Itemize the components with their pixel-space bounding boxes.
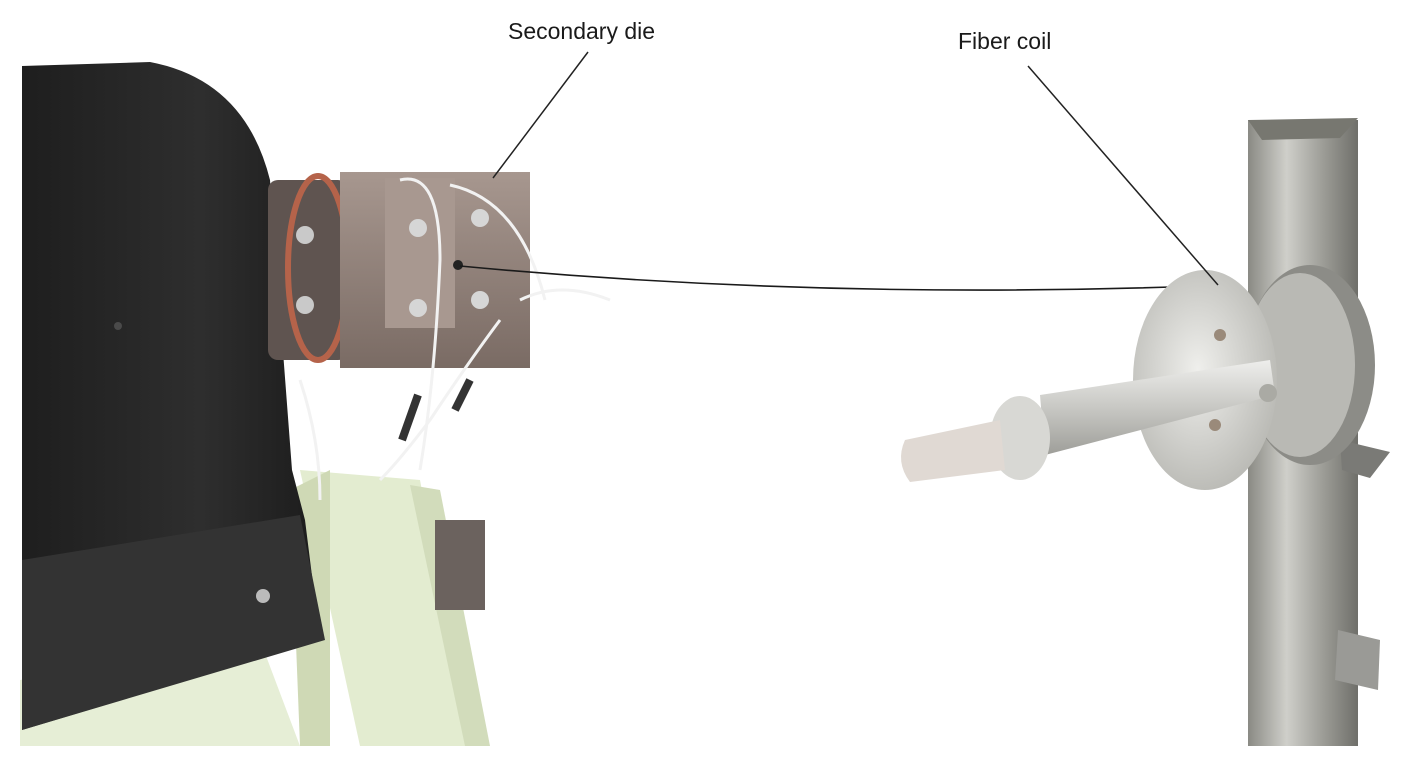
heater-wires xyxy=(298,177,611,501)
fiber-coil-leader-line xyxy=(1027,65,1219,286)
fiber-strand xyxy=(459,265,1201,291)
flange xyxy=(268,173,351,363)
machine-cover xyxy=(22,62,325,730)
weight-block xyxy=(435,520,485,610)
fiber-coil-label: Fiber coil xyxy=(958,28,1052,54)
secondary-die-leader-line xyxy=(492,51,589,179)
support-frame xyxy=(20,470,490,746)
secondary-die-label: Secondary die xyxy=(508,18,656,44)
spool-shaft xyxy=(901,360,1277,482)
wire-clips xyxy=(398,378,474,442)
